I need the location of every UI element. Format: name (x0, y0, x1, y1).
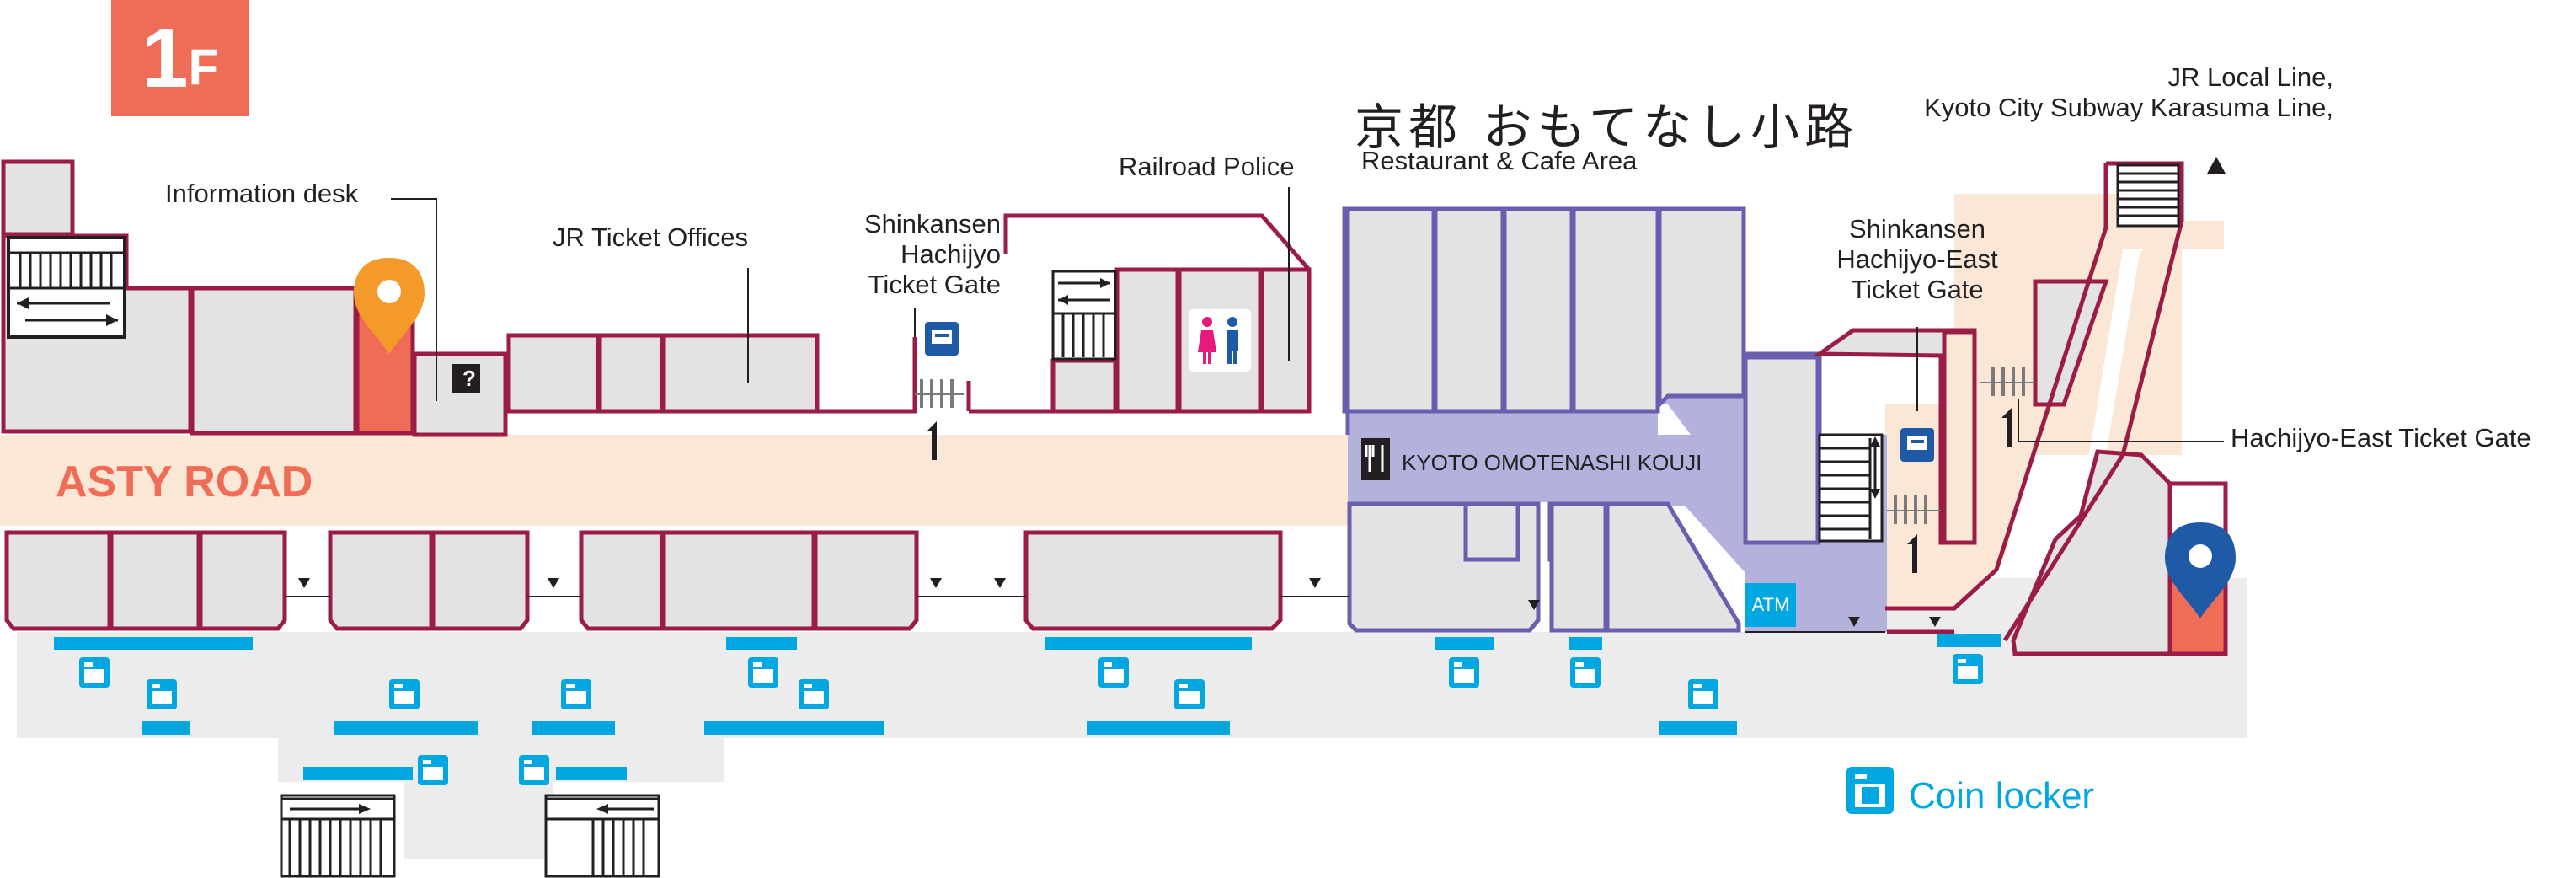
floor-number: 1 (141, 11, 189, 105)
restaurant-area (1342, 206, 1887, 633)
up-arrow-icon (2207, 157, 2226, 174)
label-railroad-police[interactable]: Railroad Police (1119, 152, 1295, 181)
asty-road-corridor (0, 194, 2224, 632)
restroom-icon (1187, 308, 1253, 373)
location-pin-icon (2165, 522, 2236, 618)
coin-locker-icon (147, 679, 177, 709)
coin-locker-icon (389, 679, 420, 709)
coin-locker-icon (1449, 657, 1479, 688)
coin-locker-bars (54, 634, 2001, 780)
upper-shops (1, 159, 1312, 437)
coin-locker-icon (79, 657, 110, 688)
label-information-desk[interactable]: Information desk (165, 179, 359, 208)
info-mark: ? (462, 366, 476, 391)
ticket-machine-icon (1900, 428, 1934, 462)
walls (817, 213, 1312, 414)
ticket-gate-icon (1887, 495, 1941, 524)
coin-locker-icon (519, 755, 549, 785)
east-walls (1885, 161, 2184, 642)
label-hachijyo-east-gate[interactable]: Hachijyo-East Ticket Gate (2231, 423, 2531, 452)
coin-locker-icon (1846, 767, 1894, 814)
coin-locker-icon (561, 679, 591, 709)
up-arrow-icon (1907, 534, 1917, 573)
omotenashi-kouji-logo: 京都 おもてなし小路 (1355, 99, 1859, 156)
up-arrow-icon (2001, 408, 2012, 447)
label-jr-local-line[interactable]: JR Local Line, Kyoto City Subway Karasum… (1924, 62, 2333, 122)
coin-locker-icon (418, 755, 448, 785)
escalator-police (1051, 270, 1117, 361)
label-restaurant-area[interactable]: Restaurant & Cafe Area (1361, 146, 1638, 175)
coin-locker-icon (799, 679, 829, 709)
label-shinkansen-hachijyo-gate[interactable]: Shinkansen Hachijyo Ticket Gate (863, 209, 1001, 299)
stairs-lower-left (280, 794, 396, 878)
east-shops (1813, 279, 2228, 656)
stairs-east-gate (1818, 433, 1884, 543)
legend-coin-locker: Coin locker (1909, 775, 2095, 816)
coin-locker-icon (1174, 679, 1205, 709)
coin-locker-icon (1570, 657, 1601, 688)
label-jr-ticket-offices[interactable]: JR Ticket Offices (553, 222, 748, 252)
up-arrow-icon (927, 421, 937, 460)
label-shinkansen-hachijyo-east-gate[interactable]: Shinkansen Hachijyo-East Ticket Gate (1836, 214, 1998, 304)
ticket-gate-icon (1980, 367, 2035, 396)
label-kyoto-omotenashi-kouji[interactable]: KYOTO OMOTENASHI KOUJI (1402, 450, 1702, 475)
coin-locker-icon (748, 657, 778, 688)
restaurant-icon (1361, 438, 1390, 480)
corridor-divider (285, 596, 1885, 633)
floor-suffix: F (188, 39, 220, 95)
atm[interactable]: ATM (1745, 583, 1796, 627)
coin-locker-icon (1098, 657, 1129, 688)
location-pin-icon (354, 258, 425, 354)
coin-locker-icons (79, 654, 1983, 785)
down-arrow-icon (298, 578, 1941, 627)
stairs-jr-local (2116, 163, 2180, 228)
stairs-upper-left (7, 236, 126, 339)
ticket-machine-icon (925, 322, 959, 356)
coin-locker-icon (1688, 679, 1718, 709)
area-name: ASTY ROAD (56, 458, 313, 506)
stairs-lower-right (544, 794, 660, 878)
coin-locker-icon (1953, 654, 1983, 684)
lower-shops (4, 530, 1283, 631)
leader-lines (391, 187, 2224, 442)
ticket-gate-icon (915, 379, 964, 408)
information-desk-icon (452, 364, 480, 393)
